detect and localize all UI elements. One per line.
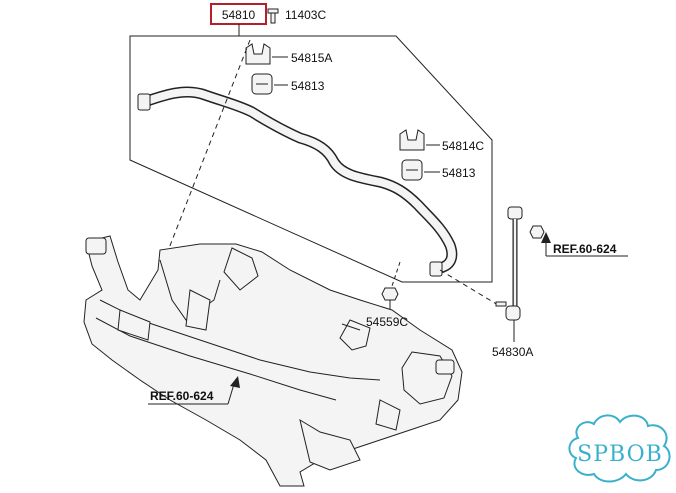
label-11403c: 11403C [285, 8, 326, 22]
ref-arrow-right [541, 232, 628, 257]
front-subframe [83, 235, 463, 487]
stabilizer-group-frame [129, 35, 493, 283]
ref-arrow-left [148, 376, 240, 405]
label-ref-right: REF.60-624 [553, 242, 617, 256]
assembly-line-nut [391, 261, 401, 287]
bracket-54814c [399, 129, 425, 151]
label-54810: 54810 [222, 8, 256, 22]
label-54830a: 54830A [492, 345, 533, 359]
bushing-54813-upper [251, 73, 273, 95]
bracket-54815a [245, 43, 271, 65]
label-54815a: 54815A [291, 51, 332, 65]
label-ref-left: REF.60-624 [150, 389, 214, 403]
nut-link-upper [529, 225, 545, 239]
label-54559c: 54559C [366, 315, 408, 329]
watermark-text: SPBOB [577, 442, 663, 467]
nut-54559c [381, 287, 399, 314]
stabilizer-link-54830a [495, 206, 523, 342]
label-54814c: 54814C [442, 139, 484, 153]
stabilizer-bar [137, 86, 458, 277]
assembly-line-link [439, 269, 499, 306]
label-54813-upper: 54813 [291, 79, 325, 93]
bolt-11403c [267, 8, 279, 24]
assembly-line-bolt [144, 39, 251, 311]
label-54813-lower: 54813 [442, 166, 476, 180]
watermark-logo: SPBOB [568, 414, 671, 483]
bushing-54813-lower [401, 159, 423, 181]
